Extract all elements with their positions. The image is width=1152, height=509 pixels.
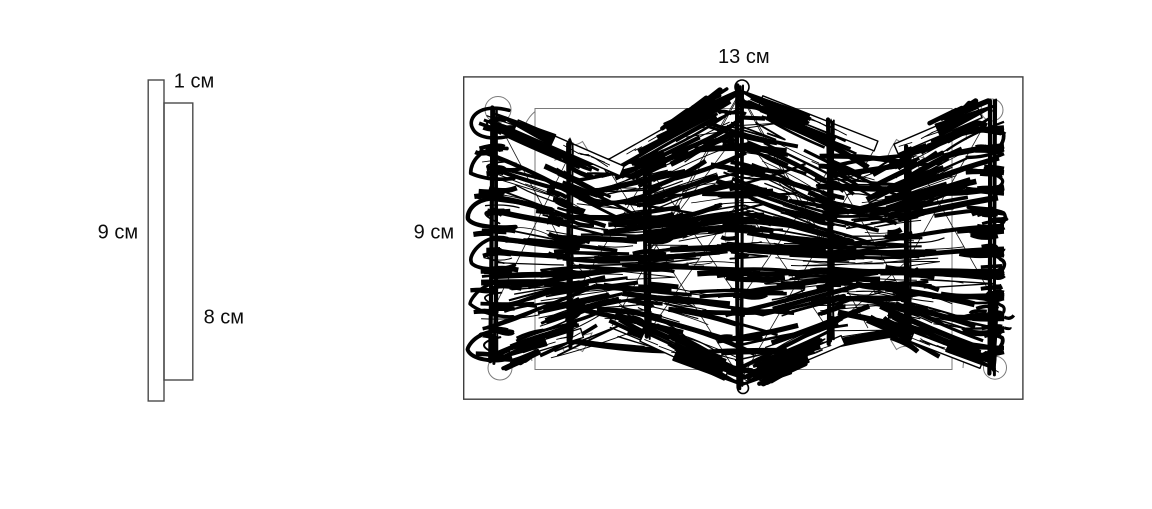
svg-text:9 см: 9 см — [98, 221, 138, 243]
svg-text:9 см: 9 см — [414, 221, 454, 243]
svg-text:1 см: 1 см — [174, 70, 214, 92]
svg-text:8 см: 8 см — [204, 306, 244, 328]
svg-text:13 см: 13 см — [718, 46, 770, 68]
